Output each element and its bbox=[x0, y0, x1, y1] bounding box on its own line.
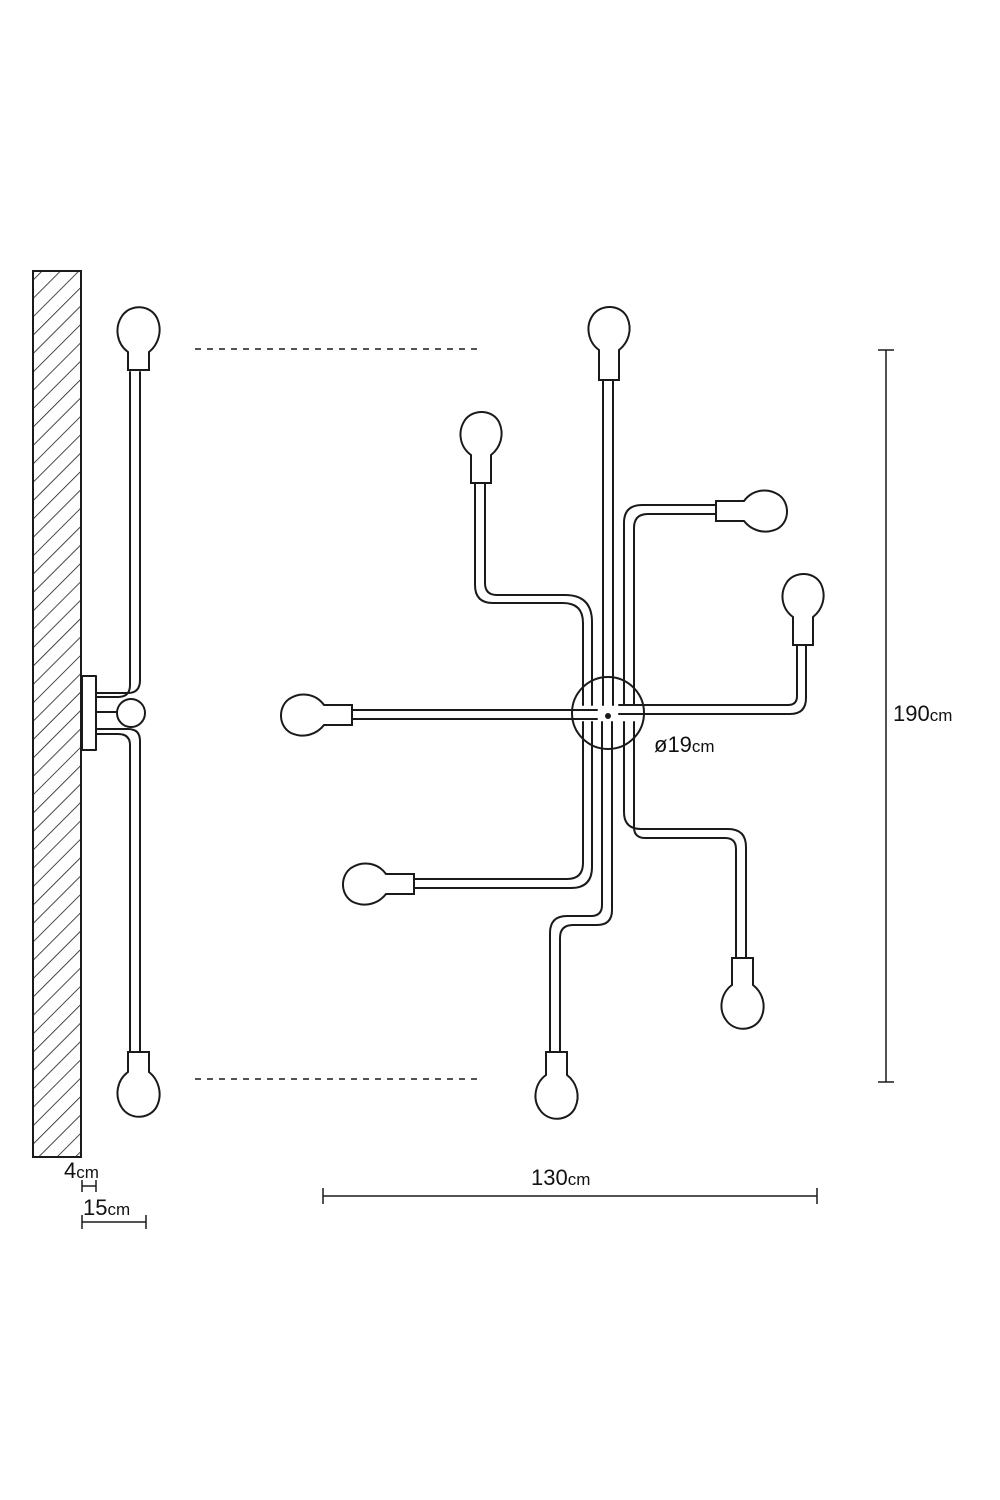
plate-depth-dimension: 4cm bbox=[64, 1158, 99, 1192]
canopy-center-screw bbox=[605, 713, 611, 719]
arm-upper-left bbox=[474, 482, 593, 691]
arm-bottom bbox=[549, 734, 613, 1053]
svg-text:4cm: 4cm bbox=[64, 1158, 99, 1183]
arm-lower-right bbox=[623, 734, 747, 959]
front-view bbox=[280, 306, 825, 1120]
arm-lower-left bbox=[413, 734, 593, 889]
arm-top bbox=[602, 379, 614, 691]
side-view bbox=[32, 270, 161, 1158]
side-top-bulb bbox=[116, 306, 161, 371]
projection-value: 15 bbox=[83, 1195, 107, 1220]
svg-text:190cm: 190cm bbox=[893, 701, 952, 726]
side-wall-plate bbox=[81, 675, 97, 751]
arm-right bbox=[633, 644, 807, 715]
side-lower-arm bbox=[95, 728, 141, 1053]
arm-upper-right bbox=[623, 504, 717, 691]
svg-text:130cm: 130cm bbox=[531, 1165, 590, 1190]
height-unit: cm bbox=[930, 706, 953, 725]
projection-unit: cm bbox=[107, 1200, 130, 1219]
width-unit: cm bbox=[568, 1170, 591, 1189]
projection-dimension: 15cm bbox=[81, 1195, 147, 1229]
side-center-bulb bbox=[116, 698, 146, 728]
side-upper-arm bbox=[95, 371, 141, 698]
width-value: 130 bbox=[531, 1165, 568, 1190]
canopy bbox=[571, 676, 645, 750]
arm-left bbox=[351, 709, 579, 720]
svg-text:15cm: 15cm bbox=[83, 1195, 130, 1220]
height-dimension: 190cm bbox=[878, 349, 952, 1083]
width-dimension: 130cm bbox=[322, 1165, 818, 1204]
wall-section bbox=[32, 270, 82, 1158]
side-bottom-bulb bbox=[116, 1051, 161, 1118]
plate-depth-value: 4 bbox=[64, 1158, 76, 1183]
canopy-diameter-label: ø19cm bbox=[654, 732, 715, 757]
plate-depth-unit: cm bbox=[76, 1163, 99, 1182]
height-value: 190 bbox=[893, 701, 930, 726]
